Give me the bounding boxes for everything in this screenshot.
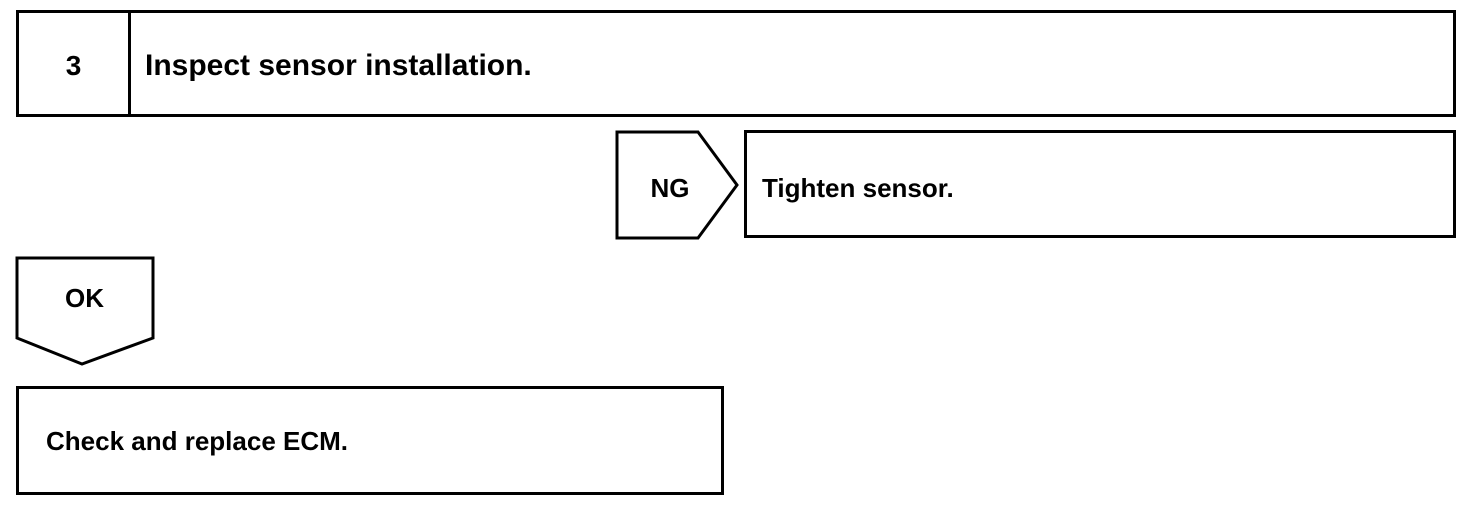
step-title: Inspect sensor installation. [145, 49, 532, 82]
ng-action-text: Tighten sensor. [762, 173, 954, 203]
ng-label: NG [650, 173, 690, 203]
ok-action-text: Check and replace ECM. [46, 426, 348, 456]
step-number: 3 [65, 50, 82, 81]
step-number-divider [128, 10, 131, 117]
ok-action-box [16, 386, 724, 495]
ok-label: OK [65, 283, 104, 313]
ng-action-box [744, 130, 1456, 238]
step-header-box [16, 10, 1456, 117]
